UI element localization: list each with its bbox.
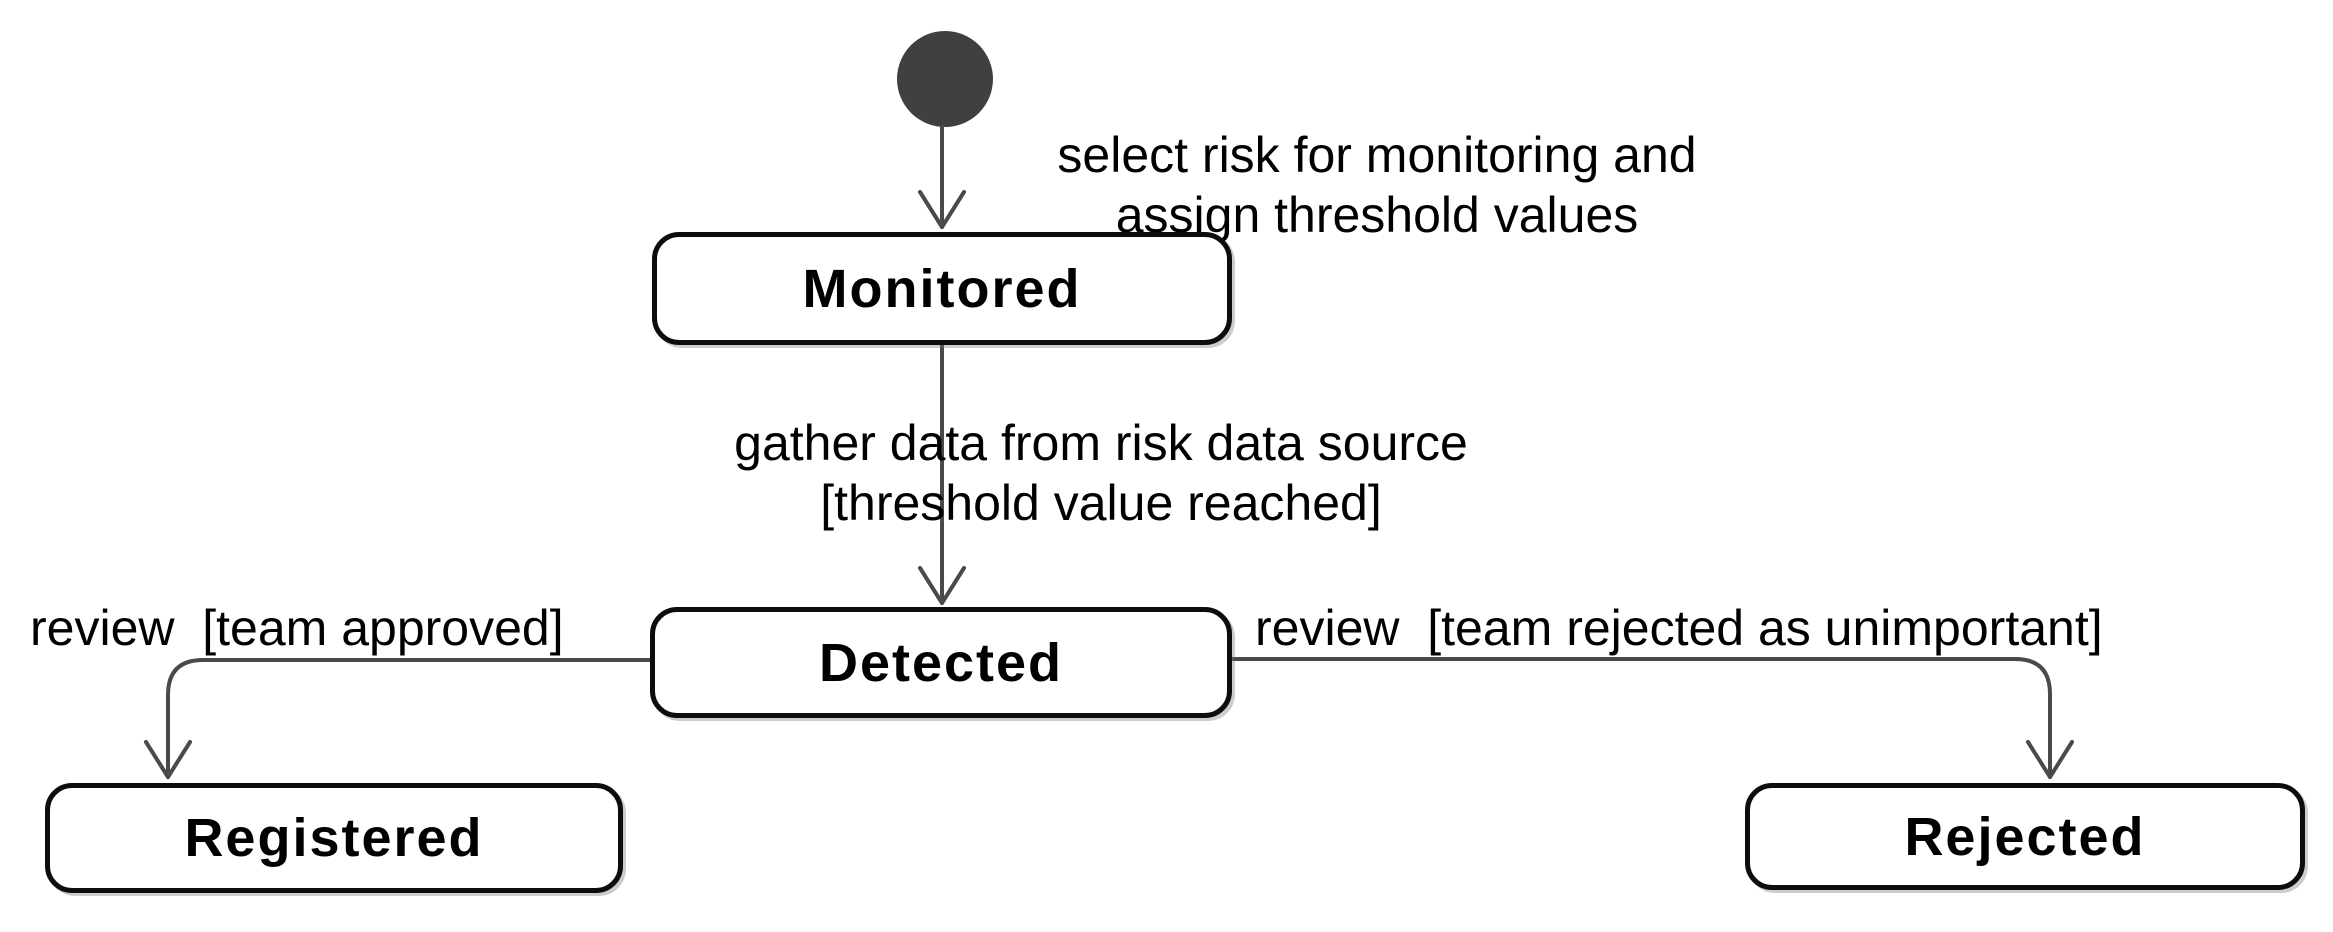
transition-label-line: select risk for monitoring and: [1057, 127, 1697, 183]
state-node-detected: Detected: [650, 607, 1232, 718]
transition-label-select-risk: select risk for monitoring and assign th…: [985, 125, 1769, 245]
state-label: Detected: [818, 632, 1064, 693]
state-label: Registered: [184, 808, 484, 868]
transition-label-gather-data: gather data from risk data source [thres…: [680, 413, 1522, 533]
arrowhead-down-icon: [918, 190, 966, 229]
state-node-rejected: Rejected: [1745, 783, 2305, 890]
transition-label-line: [threshold value reached]: [820, 475, 1382, 531]
arrowhead-down-icon: [918, 566, 966, 605]
state-label: Rejected: [1904, 806, 2146, 867]
transition-detected-to-registered-line: [166, 658, 652, 779]
state-node-monitored: Monitored: [652, 232, 1232, 345]
arrowhead-down-icon: [144, 740, 192, 779]
state-label: Monitored: [802, 258, 1082, 319]
transition-label-line: gather data from risk data source: [734, 415, 1468, 471]
transition-label-review-rejected: review [team rejected as unimportant]: [1255, 600, 2103, 656]
transition-detected-to-rejected-line: [1230, 657, 2052, 779]
arrowhead-down-icon: [2026, 740, 2074, 779]
state-node-registered: Registered: [45, 783, 623, 893]
initial-state-icon: [897, 31, 993, 127]
transition-label-review-approved: review [team approved]: [30, 600, 564, 656]
